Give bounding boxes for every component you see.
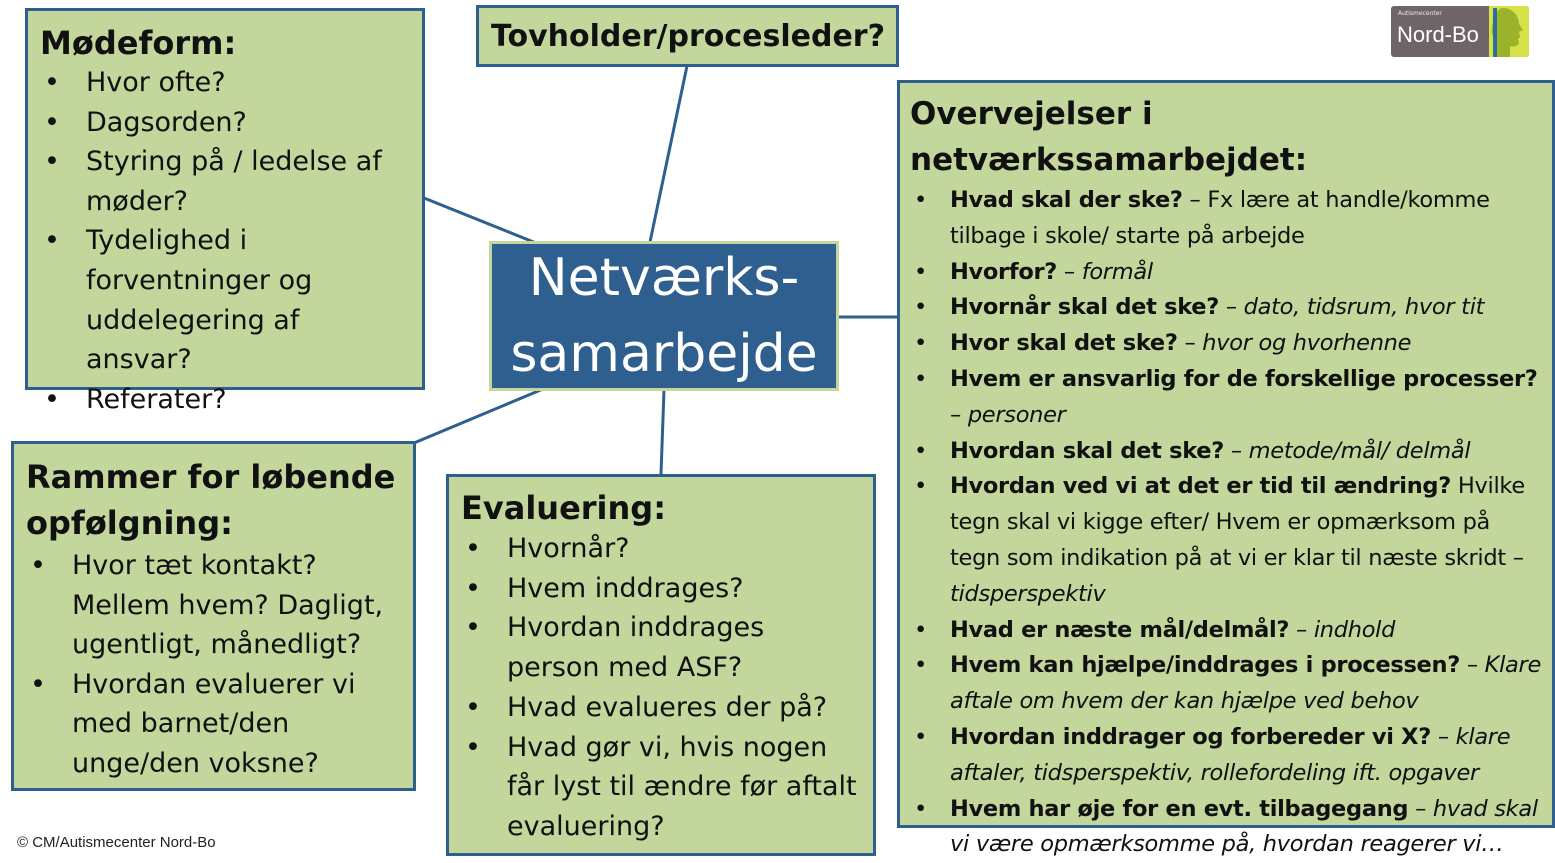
item-separator: – [1182,187,1208,213]
item-answer: indhold [1313,616,1396,643]
list-item: Hvad er næste mål/delmål? – indhold [910,613,1546,649]
list-item: Hvem har øje for en evt. tilbagegang – h… [910,792,1546,863]
list-item: Tydelighed i forventninger og uddelegeri… [40,221,412,379]
list-item: Hvordan inddrages person med ASF? [461,608,865,687]
item-question: Hvem er ansvarlig for de forskellige pro… [950,365,1538,392]
item-separator: – [1219,294,1244,321]
logo-name: Nord-Bo [1397,22,1479,47]
list-item: Hvordan inddrager og forbereder vi X? – … [910,720,1546,792]
list-item: Hvad evalueres der på? [461,688,865,728]
item-separator: – [1177,330,1203,357]
evaluering-title: Evaluering: [461,489,666,527]
list-item: Hvordan evaluerer vi med barnet/den unge… [26,665,405,784]
central-topic-node: Netværks- samarbejde [489,241,839,391]
list-item: Hvor ofte? [40,63,412,103]
connector-rammer [413,387,544,445]
item-answer: dato, tidsrum, hvor tit [1243,294,1485,321]
item-answer: Klare aftale om hvem der kan hjælpe ved … [950,652,1542,715]
list-item: Styring på / ledelse af møder? [40,142,412,221]
item-separator: – [1224,437,1249,464]
item-separator: – [1408,795,1433,822]
tovholder-box: Tovholder/procesleder? [476,5,899,67]
overvejelser-list: Hvad skal der ske? – Fx lære at handle/k… [910,183,1546,863]
list-item: Hvor skal det ske? – hvor og hvorhenne [910,326,1546,362]
item-answer: personer [967,401,1066,428]
item-separator: – [1289,616,1314,643]
item-question: Hvem har øje for en evt. tilbagegang [950,795,1409,822]
item-answer: Fx lære at handle/komme tilbage i skole/… [950,187,1490,249]
list-item: Hvordan skal det ske? – metode/mål/ delm… [910,434,1546,470]
item-answer: metode/mål/ delmål [1248,437,1471,464]
item-separator [1451,473,1458,499]
item-question: Hvorfor? [950,258,1058,285]
list-item: Hvem kan hjælpe/inddrages i processen? –… [910,648,1546,720]
item-answer: klare aftaler, tidsperspektiv, rolleford… [950,723,1511,786]
connector-evaluering [659,389,666,475]
item-answer: Hvilke tegn skal vi kigge efter/ Hvem er… [950,473,1525,571]
list-item: Hvem er ansvarlig for de forskellige pro… [910,362,1546,434]
item-answer: formål [1081,258,1153,285]
list-item: Hvor tæt kontakt? Mellem hvem? Dagligt, … [26,546,405,665]
central-topic-line1: Netværks- [528,248,800,308]
item-answer: hvor og hvorhenne [1202,330,1412,357]
item-question: Hvordan inddrager og forbereder vi X? [950,723,1431,750]
item-question: Hvornår skal det ske? [950,294,1219,321]
connector-tovholder [648,65,689,243]
item-separator: – [1459,652,1485,679]
item-question: Hvordan ved vi at det er tid til ændring… [950,473,1451,500]
modeform-list: Hvor ofte? Dagsorden? Styring på / ledel… [40,63,412,419]
list-item: Hvem inddrages? [461,569,865,609]
list-item: Hvornår skal det ske? – dato, tidsrum, h… [910,290,1546,326]
evaluering-list: Hvornår? Hvem inddrages? Hvordan inddrag… [461,529,865,847]
evaluering-box: Evaluering: Hvornår? Hvem inddrages? Hvo… [446,474,876,856]
central-topic-line2: samarbejde [510,324,818,384]
rammer-title: Rammer for løbende opfølgning: [26,458,396,542]
list-item: Dagsorden? [40,103,412,143]
overvejelser-title: Overvejelser i netværkssamarbejdet: [910,96,1308,178]
list-item: Hvorfor? – formål [910,255,1546,291]
nord-bo-logo: Autismecenter Nord-Bo [1391,6,1529,57]
copyright-text: © CM/Autismecenter Nord-Bo [17,834,216,851]
item-separator: – [950,401,968,428]
list-item: Hvad skal der ske? – Fx lære at handle/k… [910,183,1546,255]
item-question: Hvad skal der ske? [950,187,1183,213]
rammer-list: Hvor tæt kontakt? Mellem hvem? Dagligt, … [26,546,405,784]
item-question: Hvad er næste mål/delmål? [950,616,1290,643]
face-silhouette-icon [1489,6,1529,57]
list-item: Referater? [40,380,412,420]
tovholder-title: Tovholder/procesleder? [491,19,885,54]
list-item: Hvornår? [461,529,865,569]
item-separator: – [1430,723,1456,750]
modeform-title: Mødeform: [40,24,237,62]
connector-modeform [423,196,542,247]
logo-small-text: Autismecenter [1398,10,1442,17]
list-item: Hvad gør vi, hvis nogen får lyst til ænd… [461,728,865,847]
item-separator: – [1057,258,1082,285]
overvejelser-box: Overvejelser i netværkssamarbejdet: Hvad… [897,80,1555,857]
item-question: Hvordan skal det ske? [950,437,1224,464]
modeform-box: Mødeform: Hvor ofte? Dagsorden? Styring … [25,8,425,419]
list-item: Hvordan ved vi at det er tid til ændring… [910,469,1546,612]
rammer-box: Rammer for løbende opfølgning: Hvor tæt … [11,441,416,791]
item-answer-tail: tidsperspektiv [950,580,1106,607]
item-answer: hvad skal vi være opmærksomme på, hvorda… [950,795,1538,858]
item-question: Hvem kan hjælpe/inddrages i processen? [950,652,1460,679]
item-question: Hvor skal det ske? [950,330,1178,357]
